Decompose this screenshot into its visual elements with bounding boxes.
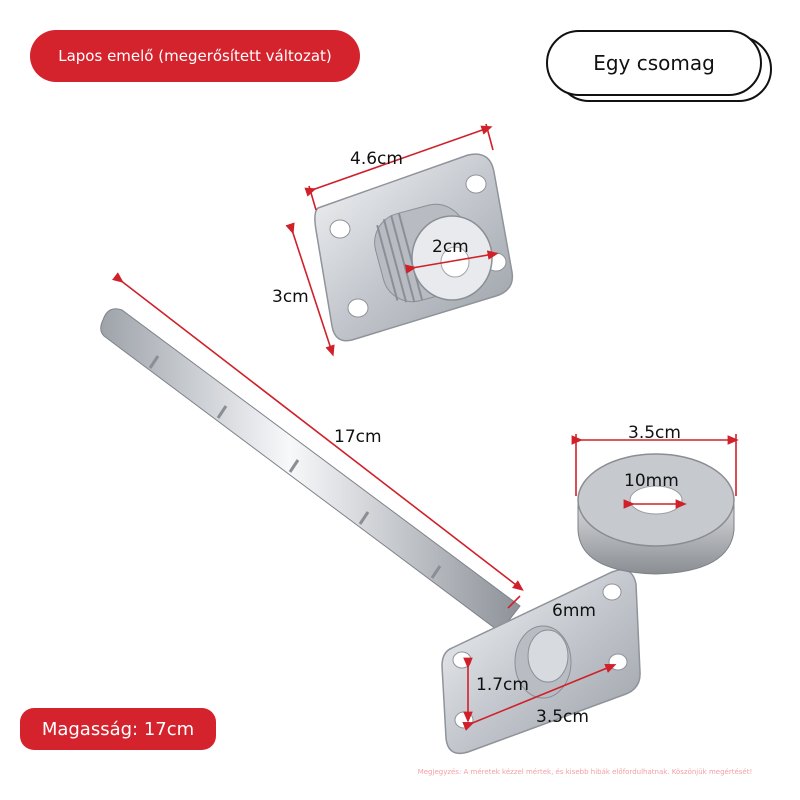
- lift-rod: [100, 308, 521, 633]
- plate-hole: [465, 174, 487, 194]
- dim-base-length: 3.5cm: [536, 707, 589, 727]
- measurement-disclaimer: Megjegyzés: A méretek kézzel mértek, és …: [417, 768, 753, 776]
- dim-ring-outer: 3.5cm: [628, 423, 681, 443]
- dim-rod-length: 17cm: [334, 427, 382, 447]
- top-mount-plate: [314, 153, 514, 342]
- dim-top-bore: 2cm: [432, 237, 469, 257]
- dim-top-plate-width: 4.6cm: [350, 149, 403, 169]
- plate-hole: [347, 298, 369, 318]
- dim-top-plate-height: 3cm: [272, 287, 309, 307]
- package-pill: Egy csomag: [546, 30, 772, 102]
- dim-base-thickness: 6mm: [552, 601, 596, 621]
- package-label: Egy csomag: [546, 30, 762, 96]
- dim-base-hole-spacing: 1.7cm: [476, 675, 529, 695]
- height-badge: Magasság: 17cm: [20, 708, 216, 750]
- dimension-lines: [112, 123, 739, 731]
- plate-hole: [329, 219, 351, 239]
- variant-badge: Lapos emelő (megerősített változat): [30, 30, 360, 82]
- dim-ring-inner: 10mm: [624, 471, 679, 491]
